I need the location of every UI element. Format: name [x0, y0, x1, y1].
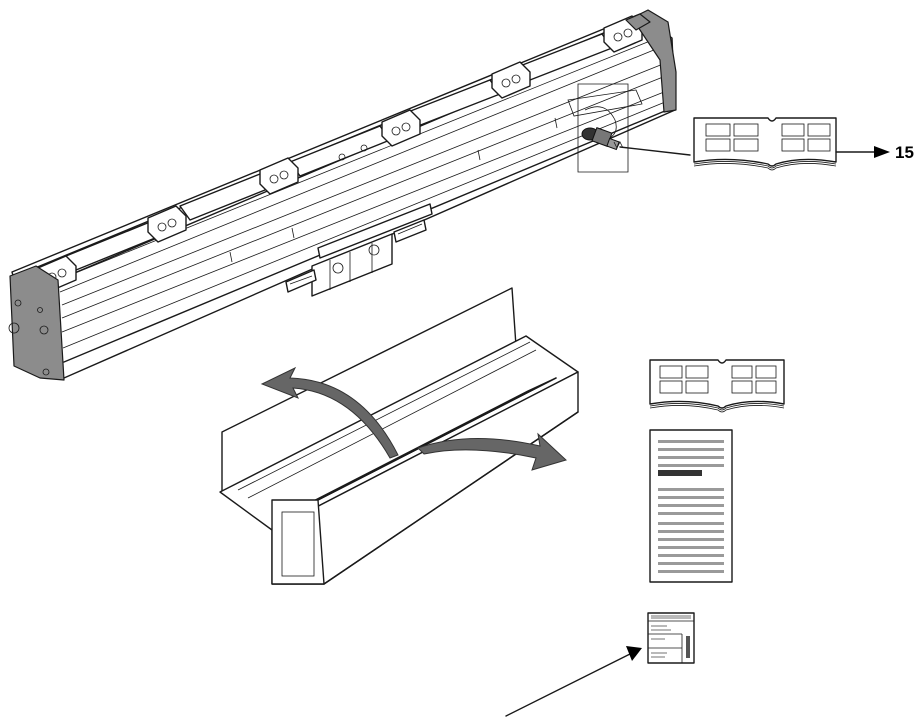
document-text-row: [658, 512, 724, 515]
calibration-chart-document: [649, 429, 733, 583]
leader-line: [619, 146, 691, 156]
document-text-row: [658, 456, 724, 459]
curved-arrow-left: [260, 366, 399, 459]
page-number-callout: 15: [895, 143, 914, 162]
scanning-head: [285, 203, 433, 297]
accessory-bag: [567, 83, 643, 173]
manual-booklet-middle: [649, 359, 785, 413]
connection-fitting: [581, 127, 624, 151]
document-text-row: [658, 546, 724, 549]
document-text-row: [658, 448, 724, 451]
document-text-row: [658, 504, 724, 507]
document-text-row: [658, 488, 724, 491]
document-text-row: [658, 538, 724, 541]
page-reference-arrow: [835, 146, 890, 158]
document-text-row: [658, 530, 724, 533]
document-text-row: [658, 570, 724, 573]
document-text-row: [658, 440, 724, 443]
document-text-row: [658, 562, 724, 565]
label-pointer-arrow: [505, 646, 642, 717]
document-logo-mark: [658, 470, 702, 476]
end-cap-right: [625, 9, 677, 113]
curved-arrow-right: [417, 432, 567, 471]
shipping-carton: [219, 287, 579, 585]
id-label: [647, 612, 695, 664]
manual-booklet-top: [693, 117, 837, 171]
document-text-row: [658, 522, 724, 525]
linear-encoder-scale: [8, 9, 691, 381]
document-text-row: [658, 554, 724, 557]
end-cap-left: [8, 265, 65, 381]
document-text-row: [658, 464, 724, 467]
document-text-row: [658, 496, 724, 499]
